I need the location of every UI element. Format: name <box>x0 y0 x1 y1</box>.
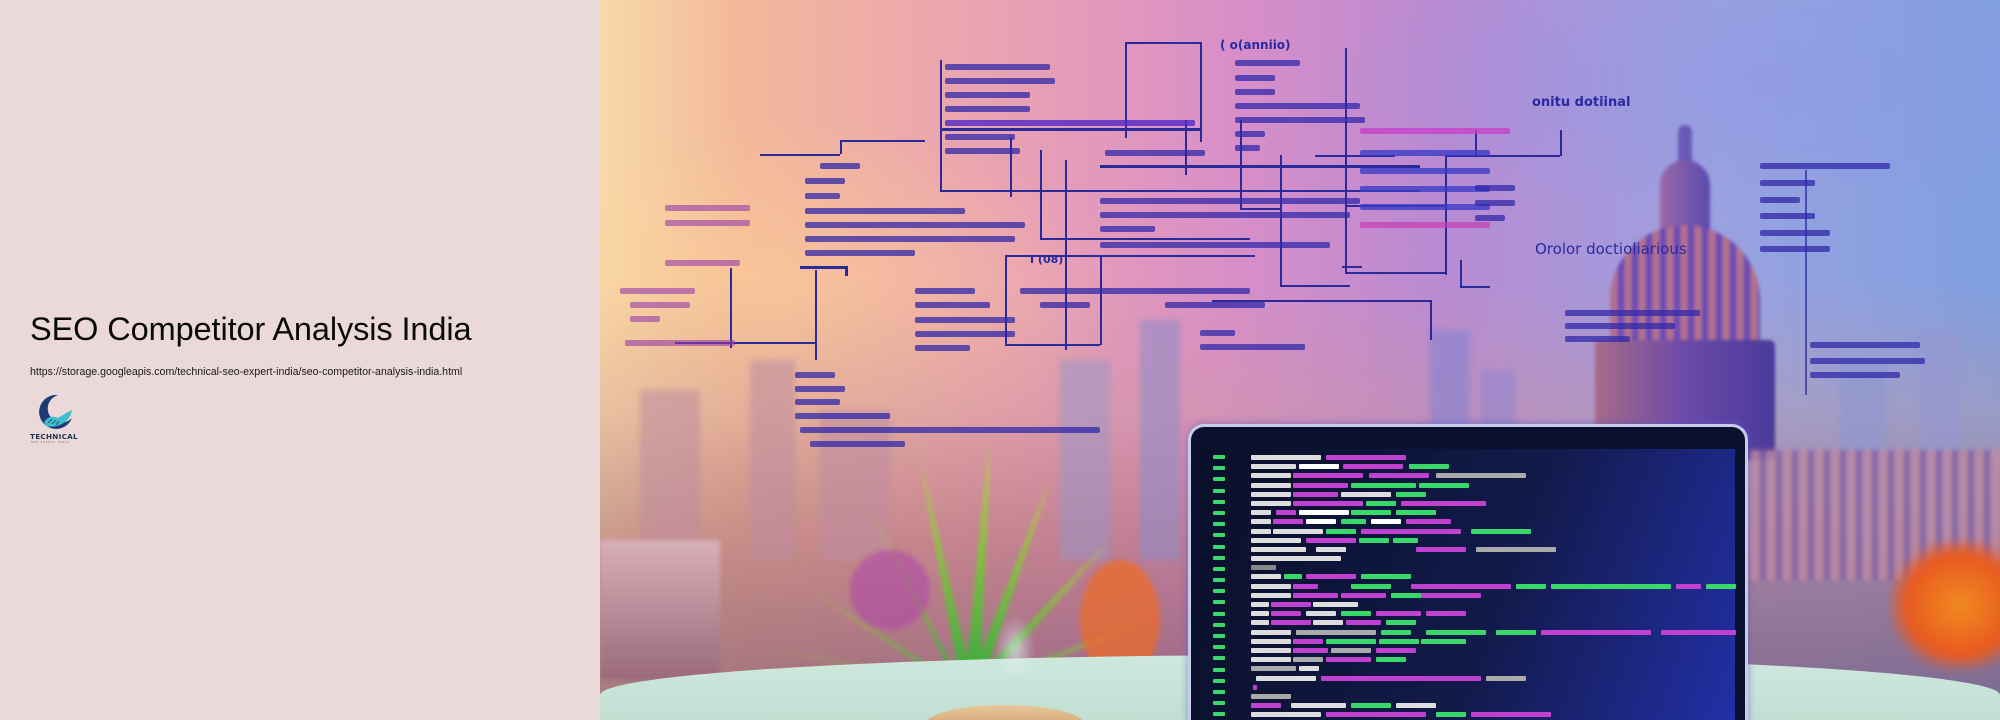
crescent-hand-logo-icon <box>39 394 72 429</box>
plant-illustration <box>770 440 1160 682</box>
page-title: SEO Competitor Analysis India <box>30 311 472 347</box>
dome-spire <box>1678 125 1692 165</box>
logo-wordmark: TECHNICAL <box>30 432 78 441</box>
laptop <box>1188 424 1748 720</box>
code-editor-content <box>1251 453 1736 720</box>
code-diagram-overlay: ( o(anniio) onitu dotiinal Orolor doctio… <box>600 0 2000 720</box>
orange-foliage <box>1890 540 2000 670</box>
steam <box>995 615 1035 685</box>
coffee-cup <box>925 705 1085 720</box>
diagram-label: Orolor doctioliarious <box>1535 240 1687 258</box>
building <box>1140 320 1180 560</box>
dome-lantern <box>1660 160 1710 235</box>
building <box>640 390 700 560</box>
building <box>750 360 795 560</box>
page-url-link[interactable]: https://storage.googleapis.com/technical… <box>30 366 463 378</box>
laptop-screen <box>1201 449 1736 720</box>
diagram-label: ( o(anniio) <box>1220 38 1291 52</box>
logo-tagline: SEO EXPERT INDIA <box>31 441 70 444</box>
building <box>1060 360 1110 560</box>
hero-image: ( o(anniio) onitu dotiinal Orolor doctio… <box>600 0 2000 720</box>
site-logo[interactable] <box>28 392 80 446</box>
diagram-label: onitu dotiinal <box>1532 95 1631 110</box>
line-number-gutter <box>1207 453 1231 720</box>
building <box>820 410 890 560</box>
diagram-label: I (08) <box>1030 253 1064 266</box>
left-panel: SEO Competitor Analysis India https://st… <box>0 0 600 720</box>
foreground-building <box>600 540 720 680</box>
